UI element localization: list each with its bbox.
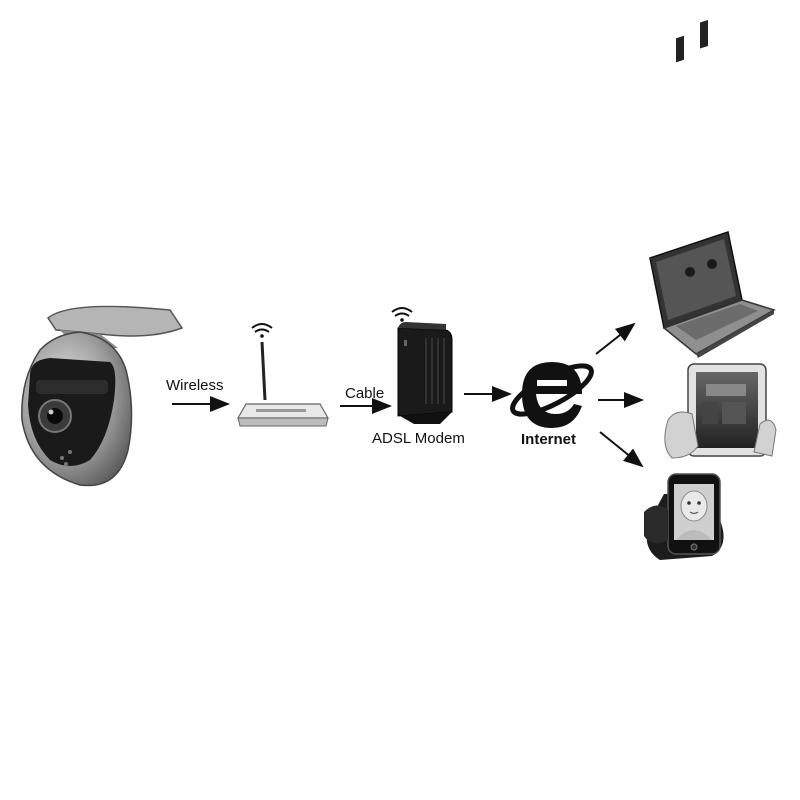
- smartphone-icon: [644, 473, 724, 560]
- internet-explorer-icon: [510, 362, 594, 428]
- wireless-label: Wireless: [166, 377, 224, 394]
- adsl-modem-label: ADSL Modem: [372, 430, 465, 447]
- arrow-to-phone: [599, 431, 644, 468]
- adsl-modem-icon: [397, 322, 453, 424]
- cable-label: Cable: [345, 385, 385, 402]
- arrow-to-laptop: [595, 322, 636, 355]
- internet-label: Internet: [521, 431, 577, 448]
- wifi-signal-icon: [391, 307, 413, 322]
- wireless-router-icon: [236, 341, 330, 427]
- ip-camera-icon: [21, 305, 184, 487]
- wifi-signal-icon: [251, 323, 273, 338]
- tablet-icon: [664, 363, 777, 459]
- laptop-icon: [649, 19, 776, 358]
